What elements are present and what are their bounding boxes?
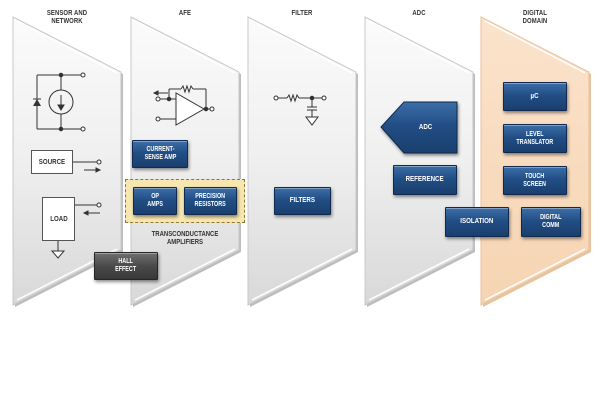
label-line: DIGITAL [540,214,562,221]
panel-bottom-highlight [134,248,236,301]
photodiode-current-source-symbol [33,72,86,132]
panel-highlight [134,20,236,74]
rc-filter-symbol [273,93,327,126]
title-line: FILTER [291,10,313,17]
panel-digital [480,16,590,306]
source-terminal-symbol [72,159,102,173]
label-line: AMPS [147,201,163,208]
label-line: TRANSLATOR [516,138,554,146]
filters-label: FILTERS [289,197,316,204]
touch-screen-block[interactable]: TOUCH SCREEN [503,166,567,195]
current-sense-amp-block[interactable]: CURRENT- SENSE AMP [132,140,188,168]
digital-comm-block[interactable]: DIGITAL COMM [521,207,581,237]
transconductance-amplifiers-caption: TRANSCONDUCTANCE AMPLIFIERS [125,231,245,247]
title-line: DOMAIN [522,18,548,25]
panel-bottom-highlight [484,248,586,301]
label-line: OP [151,193,159,200]
reference-block[interactable]: REFERENCE [393,165,457,195]
label-line: CURRENT- [145,146,174,153]
isolation-block[interactable]: ISOLATION [445,207,509,237]
source-block[interactable]: SOURCE [31,150,73,174]
load-terminal-symbol [50,202,102,259]
panel-highlight [16,20,118,74]
panel-highlight [484,20,586,74]
label-line: RESISTORS [194,201,227,208]
adc-label: ADC [419,124,433,131]
panel-adc [364,16,474,306]
load-label: LOAD [49,215,68,223]
caption-line: AMPLIFIERS [166,239,204,246]
label-line: LEVEL [526,130,544,138]
panel-bottom-highlight [251,248,353,301]
title-line: DIGITAL [523,10,547,17]
label-line: EFFECT [115,266,137,273]
source-label: SOURCE [38,158,66,166]
panel-filter [247,16,357,306]
label-line: HALL [118,258,134,265]
microcontroller-block[interactable]: µC [503,82,567,111]
uc-label: µC [530,92,540,100]
op-amp-symbol [152,84,215,126]
precision-resistors-block[interactable]: PRECISION RESISTORS [184,187,237,215]
reference-label: REFERENCE [405,176,445,183]
isolation-label: ISOLATION [460,218,494,225]
load-block[interactable]: LOAD [42,197,75,241]
filters-block[interactable]: FILTERS [274,187,331,215]
column-title-adc: ADC [373,10,465,18]
label-line: PRECISION [195,193,226,200]
level-translator-block[interactable]: LEVEL TRANSLATOR [503,124,567,153]
label-line: COMM [542,222,560,229]
caption-line: TRANSCONDUCTANCE [151,231,219,238]
column-title-afe: AFE [139,10,231,18]
column-title-filter: FILTER [256,10,348,18]
hall-effect-block[interactable]: HALL EFFECT [94,252,158,280]
adc-block[interactable]: ADC [395,102,457,153]
label-line: TOUCH [525,172,545,180]
title-line: SENSOR AND [46,10,88,17]
panel-highlight [251,20,353,74]
op-amps-block[interactable]: OP AMPS [133,187,177,215]
column-title-digital: DIGITAL DOMAIN [489,10,581,26]
title-line: NETWORK [51,18,83,25]
title-line: AFE [178,10,192,17]
label-line: SCREEN [523,180,547,188]
panel-bottom-highlight [368,248,470,301]
label-line: SENSE AMP [144,154,176,161]
adc-block-shape [380,101,458,154]
column-title-sensor: SENSOR AND NETWORK [21,10,113,26]
panel-highlight [368,20,470,74]
title-line: ADC [412,10,426,17]
